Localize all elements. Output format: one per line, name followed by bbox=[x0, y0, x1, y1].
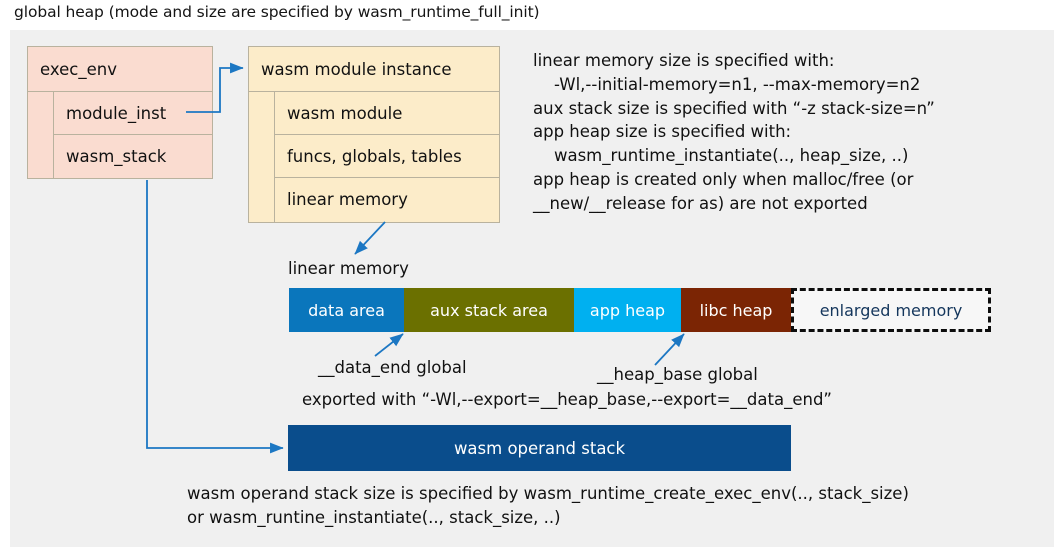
exec-env-row-wasm-stack: wasm_stack bbox=[54, 135, 212, 178]
configuration-notes-text: linear memory size is specified with: -W… bbox=[533, 51, 935, 213]
diagram-title: global heap (mode and size are specified… bbox=[14, 3, 540, 21]
annotation-data-end-global: __data_end global bbox=[318, 358, 467, 377]
wasm-module-instance-gutter bbox=[249, 92, 275, 222]
memory-segment-data-area: data area bbox=[289, 288, 404, 332]
wasm-operand-stack-note: wasm operand stack size is specified by … bbox=[187, 484, 909, 527]
exec-env-box: exec_env module_inst wasm_stack bbox=[27, 46, 213, 179]
wasm-module-instance-box: wasm module instance wasm module funcs, … bbox=[248, 46, 500, 223]
wasm-module-instance-row-wasm-module: wasm module bbox=[275, 92, 499, 135]
memory-segment-libc-heap: libc heap bbox=[681, 288, 791, 332]
linear-memory-bar-label: linear memory bbox=[288, 259, 409, 278]
exec-env-header: exec_env bbox=[28, 47, 212, 92]
linear-memory-bar: data area aux stack area app heap libc h… bbox=[289, 288, 991, 332]
annotation-heap-base-global: __heap_base global bbox=[597, 365, 758, 384]
memory-segment-enlarged-memory: enlarged memory bbox=[791, 288, 991, 332]
wasm-module-instance-body: wasm module funcs, globals, tables linea… bbox=[249, 92, 499, 222]
exec-env-rows: module_inst wasm_stack bbox=[54, 92, 212, 178]
exec-env-row-module-inst: module_inst bbox=[54, 92, 212, 135]
exec-env-gutter bbox=[28, 92, 54, 178]
annotation-exported-with: exported with “-Wl,--export=__heap_base,… bbox=[302, 390, 832, 409]
wasm-module-instance-header: wasm module instance bbox=[249, 47, 499, 92]
memory-segment-aux-stack-area: aux stack area bbox=[404, 288, 574, 332]
wasm-operand-stack-box: wasm operand stack bbox=[288, 425, 791, 471]
wasm-module-instance-rows: wasm module funcs, globals, tables linea… bbox=[275, 92, 499, 222]
exec-env-body: module_inst wasm_stack bbox=[28, 92, 212, 178]
wasm-module-instance-row-linear-memory: linear memory bbox=[275, 178, 499, 221]
wasm-module-instance-row-funcs-globals-tables: funcs, globals, tables bbox=[275, 135, 499, 178]
memory-segment-app-heap: app heap bbox=[574, 288, 681, 332]
